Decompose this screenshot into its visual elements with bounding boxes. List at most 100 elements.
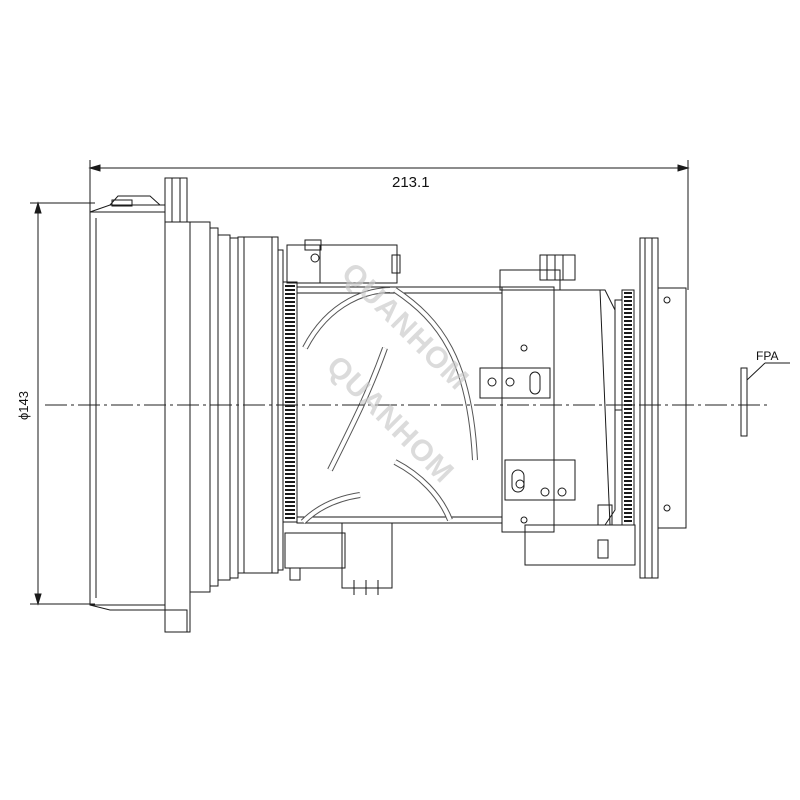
gear-tooth — [624, 412, 632, 414]
gear-tooth — [624, 356, 632, 358]
gear-tooth — [285, 357, 295, 359]
gear-tooth — [285, 289, 295, 291]
gear-tooth — [624, 376, 632, 378]
gear-tooth — [624, 500, 632, 502]
diameter-label: ϕ143 — [16, 391, 31, 420]
ring-3 — [217, 234, 231, 581]
gear-tooth — [624, 436, 632, 438]
lens-outline — [30, 160, 790, 633]
upper-bracket — [479, 367, 551, 399]
gear-tooth — [624, 380, 632, 382]
gear-tooth — [285, 445, 295, 447]
ring-4 — [229, 237, 239, 579]
gear-tooth — [624, 420, 632, 422]
gear-tooth — [624, 388, 632, 390]
center-housing — [501, 286, 555, 533]
gear-tooth — [285, 453, 295, 455]
gear-tooth — [285, 473, 295, 475]
gear-tooth — [285, 297, 295, 299]
gear-tooth — [285, 285, 295, 287]
gear-tooth — [285, 301, 295, 303]
gear-tooth — [285, 509, 295, 511]
lower-bracket — [504, 459, 576, 501]
gear-tooth — [624, 364, 632, 366]
gear-tooth — [285, 353, 295, 355]
gear-tooth — [624, 348, 632, 350]
gear-tooth — [285, 393, 295, 395]
gear-tooth — [285, 369, 295, 371]
gear-tooth — [624, 352, 632, 354]
gear-tooth — [285, 409, 295, 411]
gear-tooth — [624, 336, 632, 338]
gear-tooth — [624, 468, 632, 470]
gear-tooth — [624, 512, 632, 514]
gear-tooth — [285, 317, 295, 319]
gear-tooth — [285, 305, 295, 307]
gear-tooth — [285, 345, 295, 347]
gear-tooth — [285, 377, 295, 379]
gear-tooth — [624, 368, 632, 370]
front-flange — [164, 221, 191, 633]
gear-tooth — [285, 481, 295, 483]
rear-flange — [639, 237, 659, 579]
gear-tooth — [624, 332, 632, 334]
gear-tooth — [285, 517, 295, 519]
gear-tooth — [624, 472, 632, 474]
gear-tooth — [624, 308, 632, 310]
gear-tooth — [285, 457, 295, 459]
connector-box — [341, 522, 393, 589]
gear-tooth — [624, 424, 632, 426]
gear-tooth — [285, 321, 295, 323]
gear-tooth — [285, 333, 295, 335]
left-gear-teeth — [285, 285, 295, 519]
gear-tooth — [624, 396, 632, 398]
gear-tooth — [624, 372, 632, 374]
gear-tooth — [624, 312, 632, 314]
arrow-left — [88, 164, 101, 172]
gear-tooth — [624, 440, 632, 442]
gear-tooth — [624, 344, 632, 346]
gear-tooth — [624, 340, 632, 342]
gear-tooth — [285, 421, 295, 423]
gear-tooth — [285, 465, 295, 467]
gear-tooth — [285, 325, 295, 327]
arrow-bottom — [34, 593, 42, 606]
gear-tooth — [624, 392, 632, 394]
gear-tooth — [624, 464, 632, 466]
gear-tooth — [624, 384, 632, 386]
gear-tooth — [285, 349, 295, 351]
gear-tooth — [624, 432, 632, 434]
gear-tooth — [624, 292, 632, 294]
gear-tooth — [624, 328, 632, 330]
gear-tooth — [285, 469, 295, 471]
arrow-right — [677, 164, 690, 172]
gear-tooth — [285, 437, 295, 439]
gear-tooth — [285, 477, 295, 479]
gear-tooth — [624, 304, 632, 306]
gear-tooth — [624, 492, 632, 494]
gear-tooth — [285, 513, 295, 515]
gear-tooth — [285, 425, 295, 427]
connector-bottom-left — [284, 532, 346, 569]
gear-tooth — [624, 296, 632, 298]
fpa-leader — [746, 362, 766, 381]
gear-tooth — [285, 405, 295, 407]
gear-tooth — [624, 520, 632, 522]
gear-tooth — [285, 381, 295, 383]
gear-tooth — [624, 508, 632, 510]
gear-tooth — [285, 485, 295, 487]
gear-tooth — [624, 324, 632, 326]
gear-tooth — [285, 489, 295, 491]
gear-tooth — [285, 413, 295, 415]
gear-tooth — [285, 385, 295, 387]
rear-cylinder — [554, 289, 616, 526]
rear-gear-teeth — [624, 292, 632, 522]
gear-tooth — [624, 316, 632, 318]
gear-tooth — [285, 337, 295, 339]
ring-2 — [209, 227, 219, 587]
gear-tooth — [624, 456, 632, 458]
gear-tooth — [624, 320, 632, 322]
gear-tooth — [624, 448, 632, 450]
gear-tooth — [285, 329, 295, 331]
gear-tooth — [285, 433, 295, 435]
